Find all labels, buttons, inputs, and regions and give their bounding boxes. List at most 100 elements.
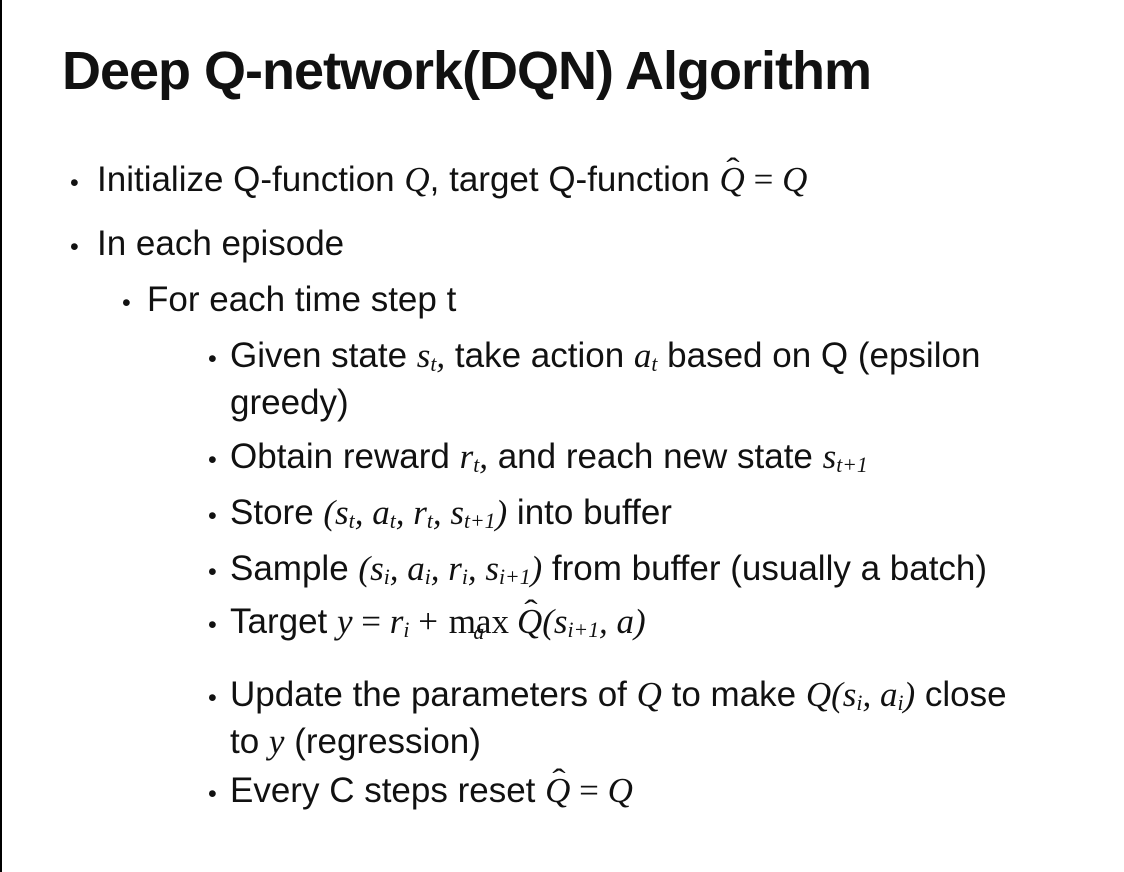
under-script: a [473, 620, 485, 645]
bullet-line-11: to y (regression) [0, 720, 1124, 763]
text-segment: based on Q (epsilon [657, 336, 981, 375]
math-var-with-subscript: si [370, 549, 390, 589]
math-var-with-subscript: rt [459, 437, 480, 477]
bullet-line-4: •Given state st, take action at based on… [0, 334, 1124, 381]
line-content: Given state st, take action at based on … [230, 334, 980, 377]
text-segment: Given state [230, 336, 417, 375]
math-segment: , [862, 675, 880, 714]
hat-accent: ˆ [552, 762, 566, 796]
math-segment: ) [495, 493, 508, 532]
math-operator: + [409, 602, 447, 641]
text-segment: , target Q-function [429, 160, 720, 199]
text-segment: Target [230, 602, 337, 641]
hat-base: Q [719, 160, 745, 199]
math-segment: Q [805, 675, 832, 714]
math-var-with-subscript: si+1 [553, 602, 600, 642]
math-var-with-subscript: si+1 [485, 549, 531, 589]
bullet-line-6: • Obtain reward rt, and reach new state s… [0, 435, 1124, 482]
math-var-with-subscript: at [372, 493, 396, 533]
math-segment: y [268, 722, 285, 761]
hat-accent: ˆ [726, 151, 741, 185]
math-segment: a [616, 602, 635, 641]
math-subscript: t [389, 508, 396, 533]
math-var-with-subscript: ai [407, 549, 431, 589]
math-var-with-subscript: ri [448, 549, 468, 589]
bullet-marker: • [208, 780, 217, 808]
math-segment: Q [404, 160, 430, 199]
hat-base: Q [545, 771, 571, 810]
math-var-with-subscript: ri [389, 602, 410, 642]
math-subscript: i+1 [567, 617, 600, 642]
bullet-marker: • [208, 446, 217, 474]
line-content: Store (st, at, rt, st+1) into buffer [230, 491, 672, 534]
line-content: Obtain reward rt, and reach new state st… [230, 435, 868, 478]
bullet-list: •Initialize Q-function Q, target Q-funct… [0, 152, 1124, 816]
text-segment: Update the parameters of [230, 675, 637, 714]
line-content: Initialize Q-function Q, target Q-functi… [97, 152, 808, 201]
math-subscript: t [430, 351, 437, 376]
text-segment: take action [445, 336, 634, 375]
text-segment: Initialize Q-function [97, 160, 405, 199]
math-segment: , [599, 602, 617, 641]
math-var-with-subscript: st [416, 336, 437, 376]
math-subscript: i [461, 564, 468, 589]
math-segment: Q [782, 160, 808, 199]
math-var-with-subscript: si [842, 675, 863, 715]
math-segment: , [479, 437, 488, 476]
math-segment: ( [831, 675, 843, 714]
hat-accent: ˆ [524, 593, 538, 627]
text-segment: greedy) [230, 383, 349, 422]
left-edge-line [0, 0, 2, 872]
line-content: to y (regression) [230, 720, 481, 763]
math-var-with-subscript: st+1 [822, 437, 868, 477]
math-subscript: i [856, 690, 863, 715]
math-segment: , [430, 549, 449, 588]
bullet-marker: • [208, 684, 217, 712]
bullet-line-10: •Update the parameters of Q to make Q(si… [0, 673, 1124, 720]
math-segment: y [337, 602, 353, 641]
text-segment: Sample [230, 549, 359, 588]
slide-title: Deep Q-network(DQN) Algorithm [62, 41, 872, 101]
line-content: In each episode [97, 222, 344, 265]
text-segment: close [915, 675, 1007, 714]
max-operator: max [448, 602, 509, 641]
math-segment: , [395, 493, 414, 532]
bullet-line-2: • In each episode [0, 222, 1124, 269]
math-segment: ( [542, 602, 554, 641]
bullet-marker: • [208, 611, 217, 639]
line-content: Sample (si, ai, ri, si+1) from buffer (u… [230, 547, 987, 590]
text-segment: For each time step t [147, 280, 457, 319]
math-var-with-subscript: at [633, 336, 658, 376]
math-operator: = [744, 160, 783, 199]
math-segment: ( [323, 493, 336, 532]
bullet-line-8: • Sample (si, ai, ri, si+1) from buffer (… [0, 547, 1124, 594]
bullet-marker: • [70, 169, 79, 197]
math-var-with-subscript: ai [879, 675, 904, 715]
math-subscript: t+1 [836, 452, 868, 477]
bullet-marker: • [208, 558, 217, 586]
bullet-line-3: •For each time step t [0, 278, 1124, 325]
text-segment: and reach new state [487, 437, 823, 476]
math-segment: , [389, 549, 408, 588]
math-segment: ) [903, 675, 916, 714]
line-content: greedy) [230, 381, 349, 424]
text-segment: Obtain reward [230, 437, 460, 476]
math-subscript: t [426, 508, 433, 533]
bullet-line-1: •Initialize Q-function Q, target Q-funct… [0, 152, 1124, 205]
text-segment: (regression) [284, 722, 481, 761]
text-segment: to [230, 722, 269, 761]
text-segment: to make [661, 675, 806, 714]
bullet-marker: • [70, 233, 79, 261]
math-var-with-subscript: rt [413, 493, 433, 533]
bullet-marker: • [208, 502, 217, 530]
math-segment: , [354, 493, 373, 532]
text-segment: from buffer (usually a batch) [542, 549, 988, 588]
math-operator: = [352, 602, 390, 641]
text-segment: In each episode [97, 224, 345, 263]
